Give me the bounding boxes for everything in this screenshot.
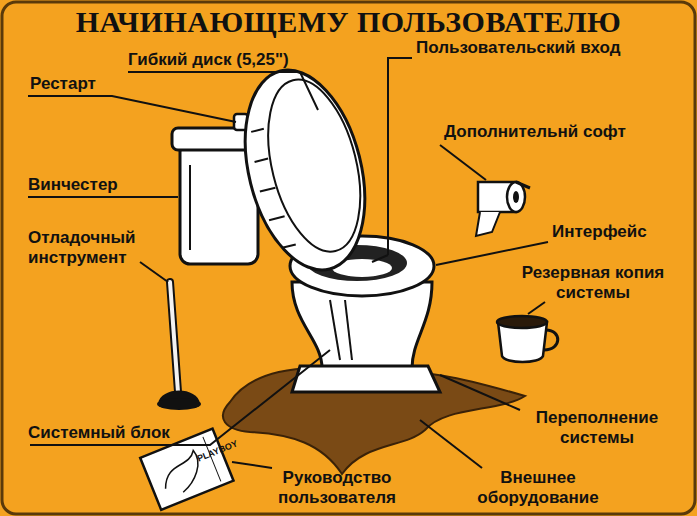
part-label: Винчестер	[28, 175, 188, 195]
magazine-title: PLAYBOY	[196, 438, 239, 463]
part-label: Рестарт	[30, 74, 150, 94]
part-label: Резервная копия системы	[508, 263, 678, 303]
part-label: Гибкий диск (5,25")	[128, 50, 348, 70]
part-label: Руководство пользователя	[262, 468, 412, 508]
part-label: Пользовательский вход	[416, 38, 686, 58]
part-label: Внешнее оборудование	[468, 468, 608, 508]
part-label: Переполнение системы	[512, 408, 682, 448]
part-label: Дополнительнй софт	[444, 122, 684, 142]
part-label: Системный блок	[28, 423, 218, 443]
sign-title: НАЧИНАЮЩЕМУ ПОЛЬЗОВАТЕЛЮ	[0, 4, 697, 40]
part-label: Интерфейс	[552, 222, 682, 242]
part-label: Отладочный инструмент	[28, 228, 168, 268]
